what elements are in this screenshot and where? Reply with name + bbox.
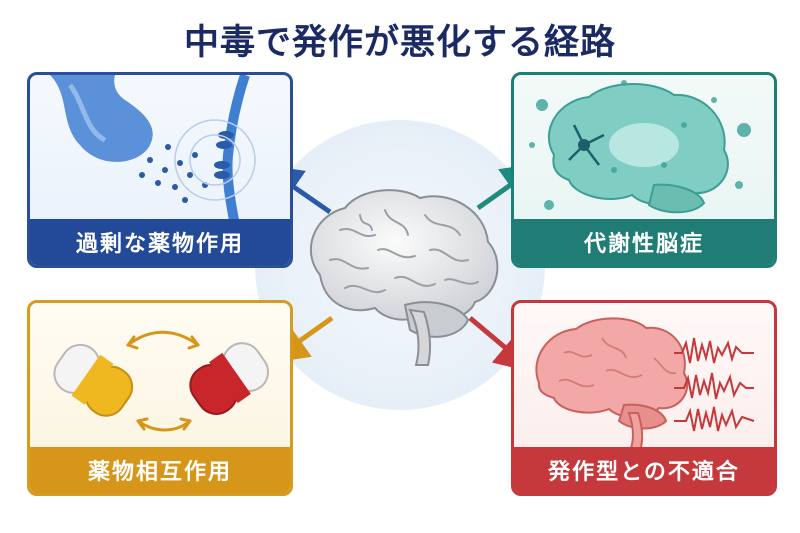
page-title: 中毒で発作が悪化する経路 bbox=[183, 23, 616, 63]
label-overdose: 過剰な薬物作用 bbox=[30, 219, 290, 265]
brain-icon bbox=[310, 189, 499, 366]
card-drug-interaction: 薬物相互作用 bbox=[27, 300, 293, 496]
eeg-brain-icon bbox=[535, 317, 755, 452]
card-overdose: 過剰な薬物作用 bbox=[27, 72, 293, 268]
card-metabolic-encephalopathy: 代謝性脳症 bbox=[511, 72, 777, 268]
card-seizure-type-mismatch: 発作型との不適合 bbox=[511, 300, 777, 496]
synapse-icon bbox=[50, 75, 256, 225]
label-drug-interaction: 薬物相互作用 bbox=[30, 447, 290, 493]
label-seizure-type-mismatch: 発作型との不適合 bbox=[514, 447, 774, 493]
toxic-brain-icon bbox=[529, 80, 751, 214]
capsules-icon bbox=[53, 330, 270, 432]
label-metabolic-encephalopathy: 代謝性脳症 bbox=[514, 219, 774, 265]
